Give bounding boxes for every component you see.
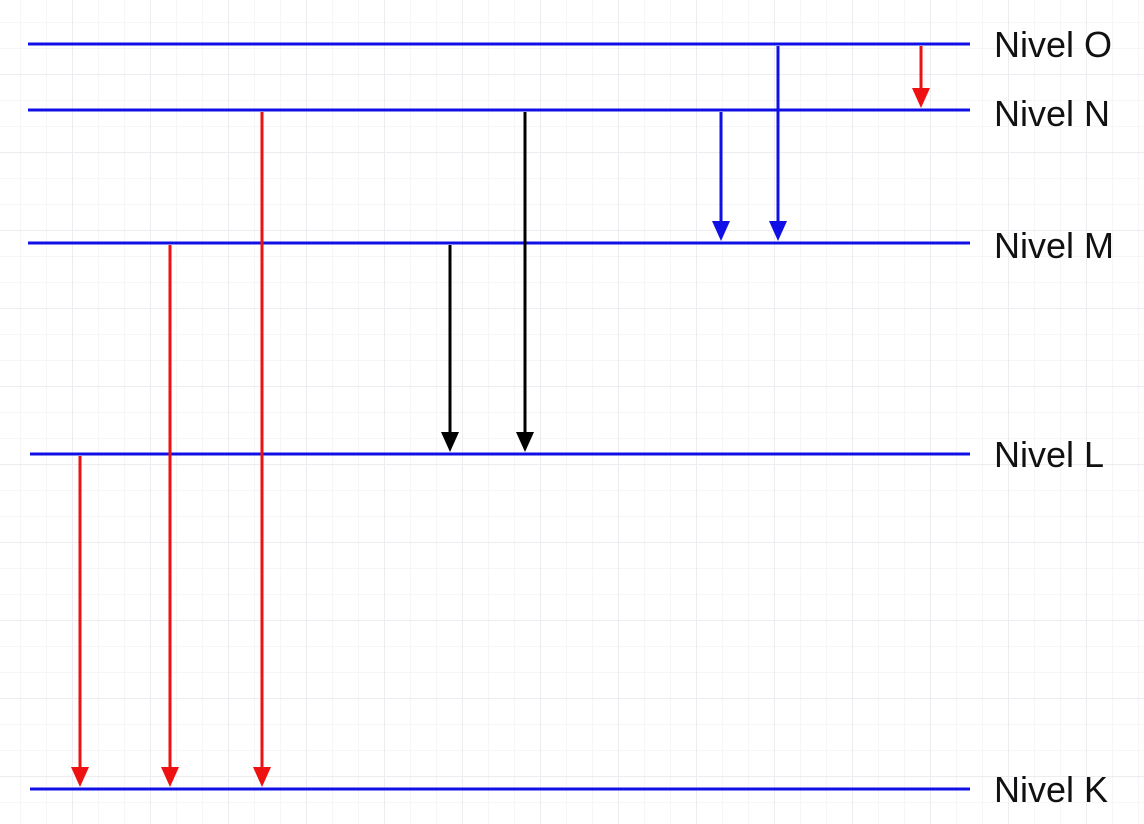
level-lines <box>28 42 970 791</box>
level-label-k: Nivel K <box>994 769 1109 810</box>
arrow-head-icon <box>71 767 89 787</box>
level-label-l: Nivel L <box>994 434 1105 475</box>
transition-arrow-o-to-n <box>912 46 930 108</box>
arrow-head-icon <box>516 432 534 452</box>
transition-arrow-o-to-m <box>769 46 787 241</box>
level-label-m: Nivel M <box>994 225 1115 266</box>
transition-arrow-n-to-l <box>516 112 534 452</box>
arrow-head-icon <box>441 432 459 452</box>
level-label-o: Nivel O <box>994 24 1113 65</box>
transition-arrow-l-to-k <box>71 456 89 787</box>
arrow-head-icon <box>161 767 179 787</box>
transition-arrow-m-to-k <box>161 245 179 787</box>
arrow-head-icon <box>912 88 930 108</box>
transition-arrows <box>71 46 930 787</box>
level-label-n: Nivel N <box>994 93 1111 134</box>
transition-arrow-n-to-m <box>712 112 730 241</box>
arrow-head-icon <box>769 221 787 241</box>
transition-arrow-n-to-k <box>253 112 271 787</box>
arrow-head-icon <box>253 767 271 787</box>
arrow-head-icon <box>712 221 730 241</box>
transition-arrow-m-to-l <box>441 245 459 452</box>
